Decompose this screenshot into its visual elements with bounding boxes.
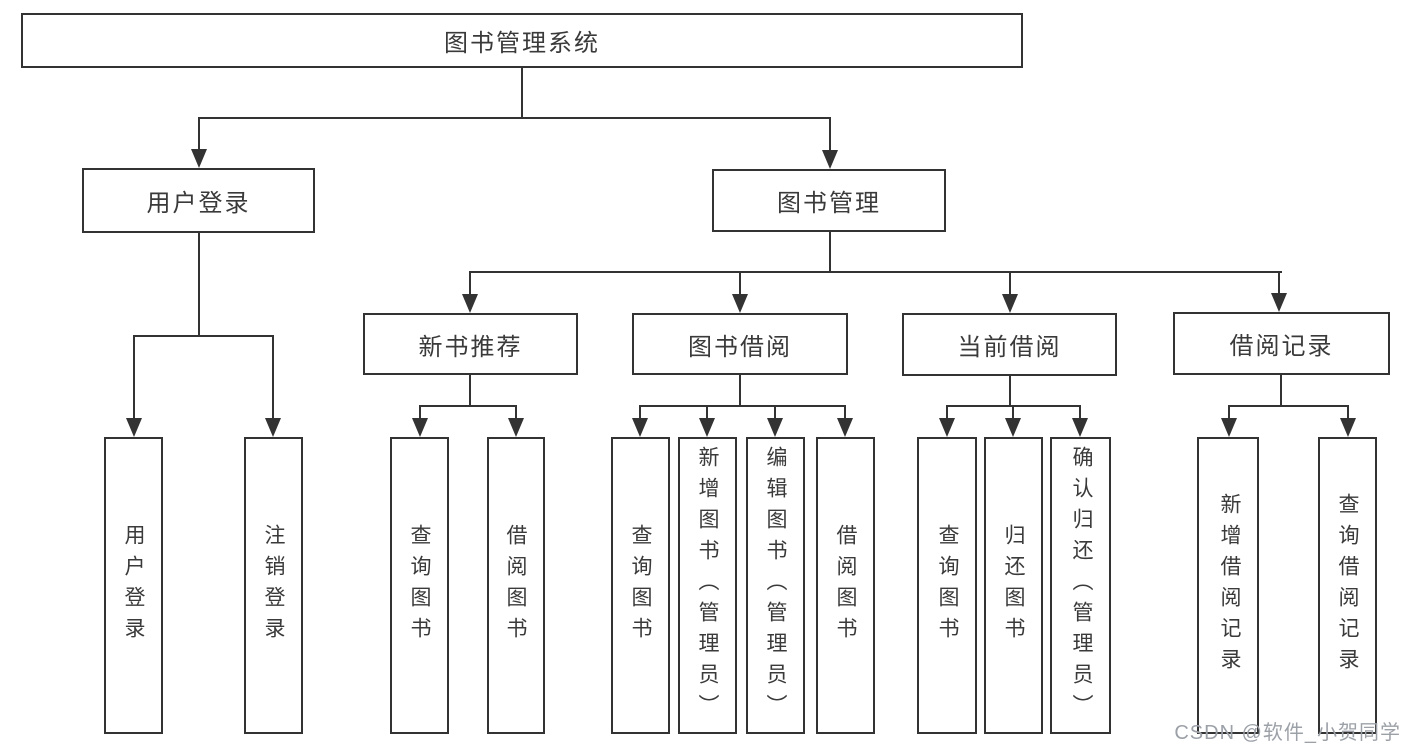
arrowhead-down-icon — [767, 418, 783, 437]
leaf-return-books: 归还图书 — [984, 437, 1043, 734]
arrowhead-down-icon — [1072, 418, 1088, 437]
arrowhead-down-icon — [1271, 293, 1287, 312]
connector-line — [198, 117, 831, 119]
connector-line — [946, 405, 948, 419]
connector-line — [521, 68, 523, 118]
arrowhead-down-icon — [412, 418, 428, 437]
connector-line — [706, 405, 708, 419]
connector-line — [419, 405, 517, 407]
connector-line — [1278, 271, 1280, 294]
node-root: 图书管理系统 — [21, 13, 1023, 68]
connector-line — [1280, 375, 1282, 407]
connector-line — [1009, 376, 1011, 407]
connector-line — [133, 335, 135, 419]
connector-line — [739, 375, 741, 407]
node-book-borrow: 图书借阅 — [632, 313, 848, 375]
connector-line — [1228, 405, 1349, 407]
connector-line — [469, 375, 471, 407]
connector-line — [133, 335, 274, 337]
connector-line — [198, 233, 200, 337]
connector-line — [639, 405, 641, 419]
leaf-query-books-current: 查询图书 — [917, 437, 977, 734]
arrowhead-down-icon — [265, 418, 281, 437]
connector-line — [469, 271, 1282, 273]
connector-line — [1009, 271, 1011, 295]
node-book-management: 图书管理 — [712, 169, 946, 232]
arrowhead-down-icon — [508, 418, 524, 437]
connector-line — [1079, 405, 1081, 419]
connector-line — [774, 405, 776, 419]
arrowhead-down-icon — [939, 418, 955, 437]
connector-line — [198, 117, 200, 150]
arrowhead-down-icon — [462, 294, 478, 313]
arrowhead-down-icon — [837, 418, 853, 437]
connector-line — [1012, 405, 1014, 419]
connector-line — [739, 271, 741, 295]
arrowhead-down-icon — [191, 149, 207, 168]
leaf-borrow-books: 借阅图书 — [816, 437, 875, 734]
connector-line — [515, 405, 517, 419]
leaf-add-book-admin: 新增图书（管理员） — [678, 437, 737, 734]
connector-line — [1228, 405, 1230, 419]
arrowhead-down-icon — [1005, 418, 1021, 437]
arrowhead-down-icon — [732, 294, 748, 313]
leaf-query-books-borrow: 查询图书 — [611, 437, 670, 734]
connector-line — [844, 405, 846, 419]
leaf-query-books-recommend: 查询图书 — [390, 437, 449, 734]
connector-line — [419, 405, 421, 419]
connector-line — [1347, 405, 1349, 419]
arrowhead-down-icon — [1340, 418, 1356, 437]
arrowhead-down-icon — [822, 150, 838, 169]
connector-line — [829, 232, 831, 273]
connector-line — [639, 405, 846, 407]
leaf-add-borrow-record: 新增借阅记录 — [1197, 437, 1259, 734]
leaf-query-borrow-record: 查询借阅记录 — [1318, 437, 1377, 734]
node-borrow-records: 借阅记录 — [1173, 312, 1390, 375]
leaf-confirm-return-admin: 确认归还（管理员） — [1050, 437, 1111, 734]
connector-line — [272, 335, 274, 419]
node-current-borrow: 当前借阅 — [902, 313, 1117, 376]
connector-line — [469, 271, 471, 295]
arrowhead-down-icon — [1002, 294, 1018, 313]
leaf-edit-book-admin: 编辑图书（管理员） — [746, 437, 805, 734]
leaf-logout: 注销登录 — [244, 437, 303, 734]
arrowhead-down-icon — [632, 418, 648, 437]
node-new-book-recommend: 新书推荐 — [363, 313, 578, 375]
leaf-user-login: 用户登录 — [104, 437, 163, 734]
connector-line — [829, 117, 831, 151]
arrowhead-down-icon — [699, 418, 715, 437]
watermark: CSDN @软件_小贺同学 — [1174, 722, 1401, 744]
leaf-borrow-books-recommend: 借阅图书 — [487, 437, 545, 734]
arrowhead-down-icon — [1221, 418, 1237, 437]
arrowhead-down-icon — [126, 418, 142, 437]
node-user-login: 用户登录 — [82, 168, 315, 233]
